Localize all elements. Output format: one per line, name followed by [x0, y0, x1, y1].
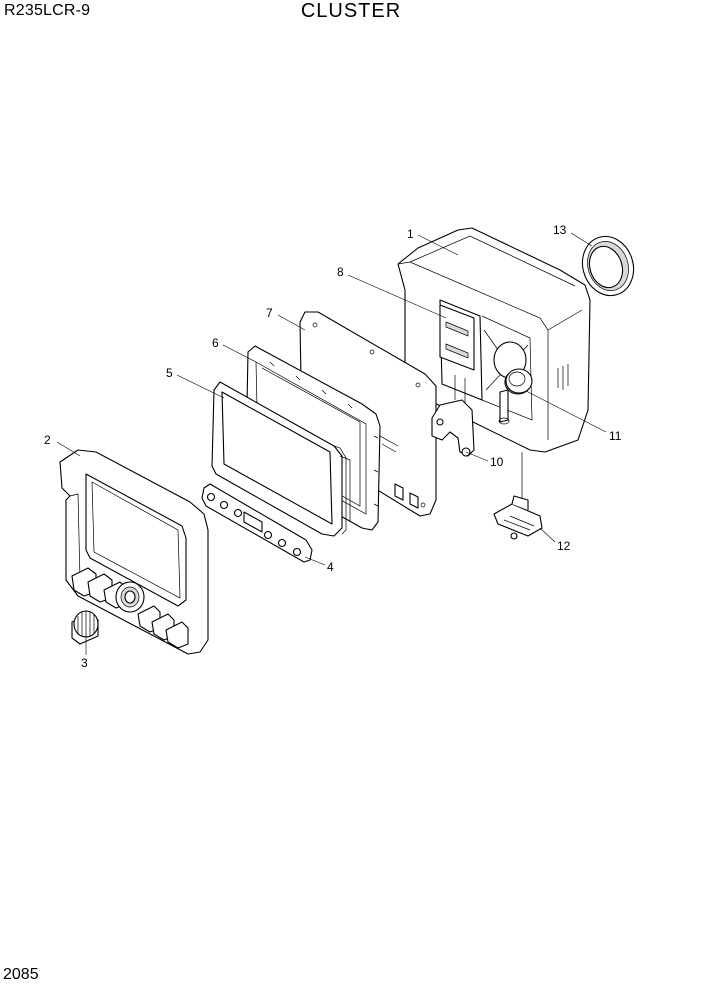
part-3-knob — [71, 610, 99, 645]
part-5-lcd-module — [211, 381, 351, 537]
callout-10: 10 — [490, 455, 504, 469]
callout-11: 11 — [609, 429, 622, 443]
part-10-bracket — [431, 399, 475, 457]
callout-7: 7 — [266, 306, 273, 320]
callout-1: 1 — [407, 227, 414, 241]
part-8-bracket — [439, 304, 475, 371]
leader-lines — [56, 232, 607, 655]
part-2-front-bezel — [59, 449, 209, 655]
callout-13: 13 — [553, 223, 567, 237]
callout-5: 5 — [166, 366, 173, 380]
page-title: CLUSTER — [300, 0, 402, 22]
part-12-clip — [493, 452, 543, 540]
callout-12: 12 — [557, 539, 571, 553]
callout-8: 8 — [337, 265, 344, 279]
callout-4: 4 — [327, 560, 334, 574]
part-13-ring — [581, 235, 635, 297]
part-11-cap — [505, 368, 533, 394]
part-4-button-strip — [201, 483, 313, 563]
callout-2: 2 — [44, 433, 51, 447]
model-code: R235LCR-9 — [4, 2, 91, 19]
callout-6: 6 — [212, 336, 219, 350]
callout-3: 3 — [81, 656, 88, 670]
page-number: 2085 — [3, 966, 39, 983]
